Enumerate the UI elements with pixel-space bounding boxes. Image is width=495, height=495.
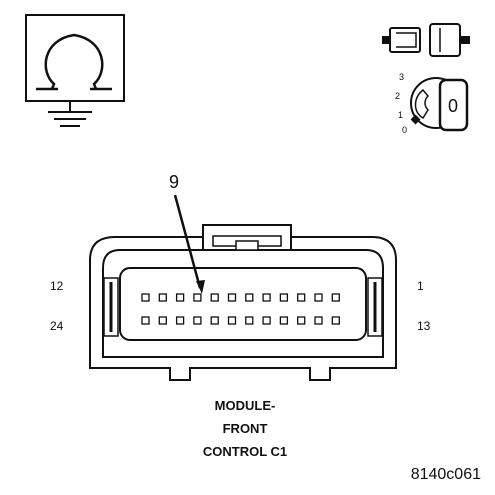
- pin-cavity: [193, 293, 202, 302]
- pin-cavity: [245, 316, 254, 325]
- pin-cavity: [297, 293, 306, 302]
- pin-cavity: [279, 293, 289, 302]
- ignition-position-2: 2: [395, 91, 400, 101]
- connector-disconnect-symbol: [382, 23, 470, 57]
- caption-line-2: FRONT: [222, 421, 268, 436]
- pin-label-left-bottom: 24: [50, 319, 64, 333]
- pin-cavity: [297, 316, 306, 325]
- pin-cavity: [175, 293, 185, 302]
- pin-callout: 9: [169, 172, 205, 294]
- ohmmeter-ground-symbol: [25, 14, 125, 127]
- pin-cavity: [227, 316, 237, 325]
- pin-label-right-bottom: 13: [417, 319, 431, 333]
- pin-cavity: [210, 293, 219, 302]
- caption-line-1: MODULE-: [214, 398, 276, 413]
- pin-cavity: [314, 293, 323, 302]
- callout-label: 9: [169, 172, 179, 192]
- ignition-position-0: 0: [402, 125, 407, 135]
- pin-cavities: [141, 293, 340, 325]
- pin-cavity: [158, 293, 167, 302]
- ignition-switch-off-symbol: 3 2 1 0 0: [395, 72, 469, 135]
- pin-label-right-top: 1: [417, 279, 424, 293]
- pin-cavity: [193, 316, 202, 325]
- pin-cavity: [262, 316, 271, 325]
- connector-face: [89, 224, 397, 381]
- pin-cavity: [279, 316, 289, 325]
- pin-label-left-top: 12: [50, 279, 64, 293]
- pin-cavity: [141, 316, 150, 325]
- caption-line-3: CONTROL C1: [202, 444, 288, 459]
- pin-cavity: [141, 293, 150, 302]
- pin-cavity: [262, 293, 271, 302]
- pin-cavity: [331, 293, 340, 302]
- pin-cavity: [331, 316, 340, 325]
- figure-id: 8140c061: [410, 466, 481, 483]
- pin-cavity: [175, 316, 185, 325]
- ignition-key-label: 0: [448, 96, 458, 116]
- ignition-position-3: 3: [399, 72, 404, 82]
- pin-cavity: [245, 293, 254, 302]
- pin-cavity: [314, 316, 323, 325]
- pin-cavity: [210, 316, 219, 325]
- pin-cavity: [158, 316, 167, 325]
- ignition-position-1: 1: [398, 110, 403, 120]
- pin-cavity: [227, 293, 237, 302]
